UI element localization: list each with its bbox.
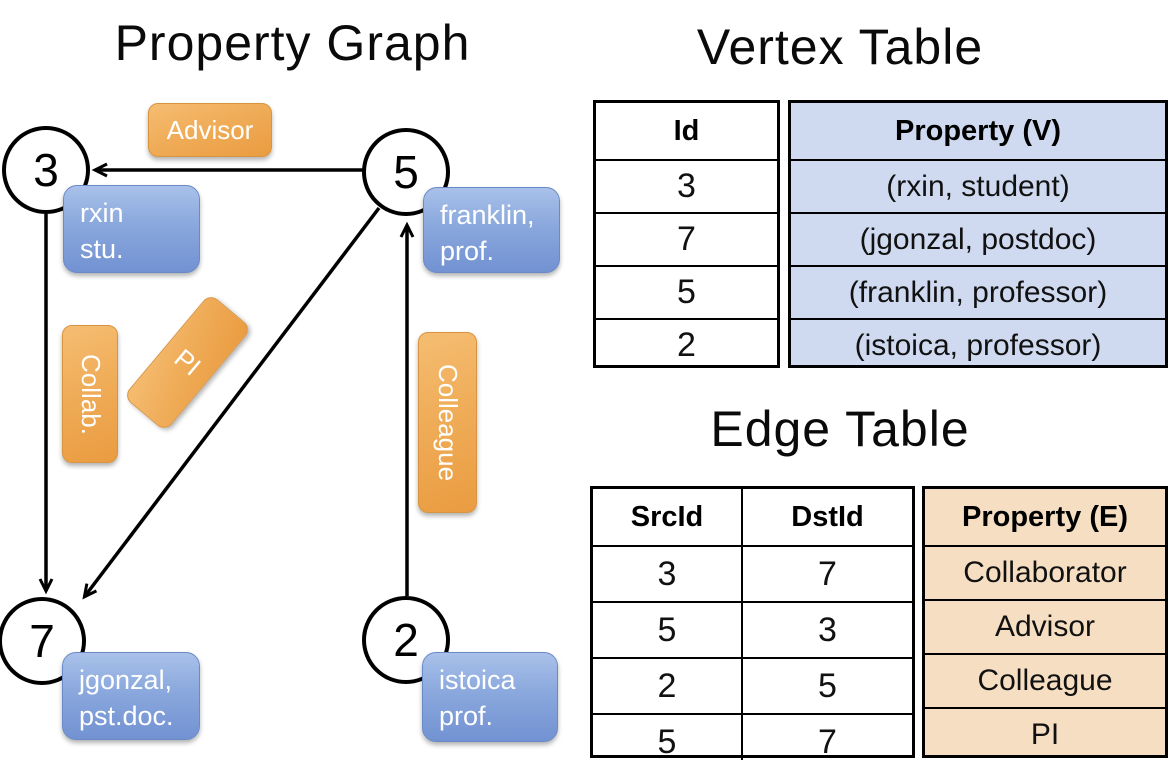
vertex-node-5: 5 xyxy=(362,128,450,216)
vertex-node-3-id: 3 xyxy=(33,144,59,196)
property-graph-title: Property Graph xyxy=(114,15,471,71)
vertex-table-id-column: Id 3 7 5 2 xyxy=(593,100,780,368)
edge-table-header-dstid: DstId xyxy=(741,489,912,545)
vertex-table-title: Vertex Table xyxy=(696,19,984,75)
edge-label-advisor: Advisor xyxy=(148,103,272,157)
vertex-label-franklin: franklin, prof. xyxy=(423,187,560,273)
edge-table-row-property: Collaborator xyxy=(925,545,1165,599)
vertex-table-row-id: 2 xyxy=(596,318,777,371)
vertex-label-jgonzal-line2: pst.doc. xyxy=(79,701,174,732)
graph-edges-layer xyxy=(38,162,415,600)
edge-table-row: 2 5 xyxy=(593,657,912,713)
edge-table-row-dstid: 5 xyxy=(741,659,912,713)
edge-table-row-dstid: 7 xyxy=(741,547,912,601)
vertex-table-row-id: 5 xyxy=(596,265,777,318)
vertex-node-2: 2 xyxy=(362,596,450,684)
edge-label-advisor-text: Advisor xyxy=(166,114,254,145)
edge-arrow-5-to-7 xyxy=(82,206,381,600)
vertex-node-2-id: 2 xyxy=(393,614,419,666)
vertex-label-rxin: rxin stu. xyxy=(63,185,200,273)
edge-label-collab-text: Collab. xyxy=(75,353,106,435)
vertex-label-istoica: istoica prof. xyxy=(422,652,558,742)
vertex-table-property-column: Property (V) (rxin, student) (jgonzal, p… xyxy=(788,100,1168,368)
edge-table-row: 3 7 xyxy=(593,545,912,601)
vertex-table-row-property: (rxin, student) xyxy=(791,159,1165,212)
edge-label-pi-text: PI xyxy=(168,342,207,382)
edge-label-colleague: Colleague xyxy=(418,332,477,513)
vertex-label-rxin-line1: rxin xyxy=(80,198,124,228)
edge-label-collab: Collab. xyxy=(62,325,118,463)
edge-table-row-srcid: 5 xyxy=(657,610,677,649)
edge-table-property-column: Property (E) Collaborator Advisor Collea… xyxy=(922,486,1168,758)
vertex-table-row-id: 7 xyxy=(596,212,777,265)
edge-table-row-property: Colleague xyxy=(925,653,1165,707)
vertex-table-header-property: Property (V) xyxy=(895,114,1061,147)
vertex-label-franklin-line2: prof. xyxy=(440,236,495,267)
edge-table-title: Edge Table xyxy=(710,401,970,457)
edge-label-colleague-text: Colleague xyxy=(433,363,463,482)
edge-table-header-srcid: SrcId xyxy=(630,500,704,533)
edge-table-row-dstid: 3 xyxy=(741,603,912,657)
vertex-label-istoica-line1: istoica xyxy=(439,665,516,695)
edge-table-header-property: Property (E) xyxy=(962,500,1128,533)
vertex-node-7-id: 7 xyxy=(29,615,55,667)
edge-table-id-columns: SrcId DstId 3 7 5 3 2 5 5 7 xyxy=(590,486,915,760)
edge-table-header-row: SrcId DstId xyxy=(593,489,912,545)
vertex-table-row-id: 3 xyxy=(596,159,777,212)
edge-table-row-srcid: 3 xyxy=(657,554,677,593)
vertex-node-5-id: 5 xyxy=(393,146,419,198)
vertex-label-rxin-line2: stu. xyxy=(80,234,124,265)
edge-table-row-property: Advisor xyxy=(925,599,1165,653)
vertex-table-row-property: (istoica, professor) xyxy=(791,318,1165,371)
vertex-label-istoica-line2: prof. xyxy=(439,701,494,732)
edge-table-row: 5 3 xyxy=(593,601,912,657)
edge-table-row-property: PI xyxy=(925,707,1165,760)
vertex-label-franklin-line1: franklin, xyxy=(440,200,535,230)
vertex-table-row-property: (franklin, professor) xyxy=(791,265,1165,318)
property-graph-panel: Property Graph 3 5 7 2 rxin stu. frankli… xyxy=(0,15,560,742)
edge-table-row-dstid: 7 xyxy=(741,715,912,760)
vertex-table-header-id: Id xyxy=(673,114,700,147)
vertex-table-row-property: (jgonzal, postdoc) xyxy=(791,212,1165,265)
vertex-label-jgonzal-line1: jgonzal, xyxy=(79,665,173,695)
edge-table-row-srcid: 2 xyxy=(657,666,677,705)
edge-table-row-srcid: 5 xyxy=(657,722,677,760)
vertex-label-jgonzal: jgonzal, pst.doc. xyxy=(62,652,200,740)
edge-table-row: 5 7 xyxy=(593,713,912,760)
